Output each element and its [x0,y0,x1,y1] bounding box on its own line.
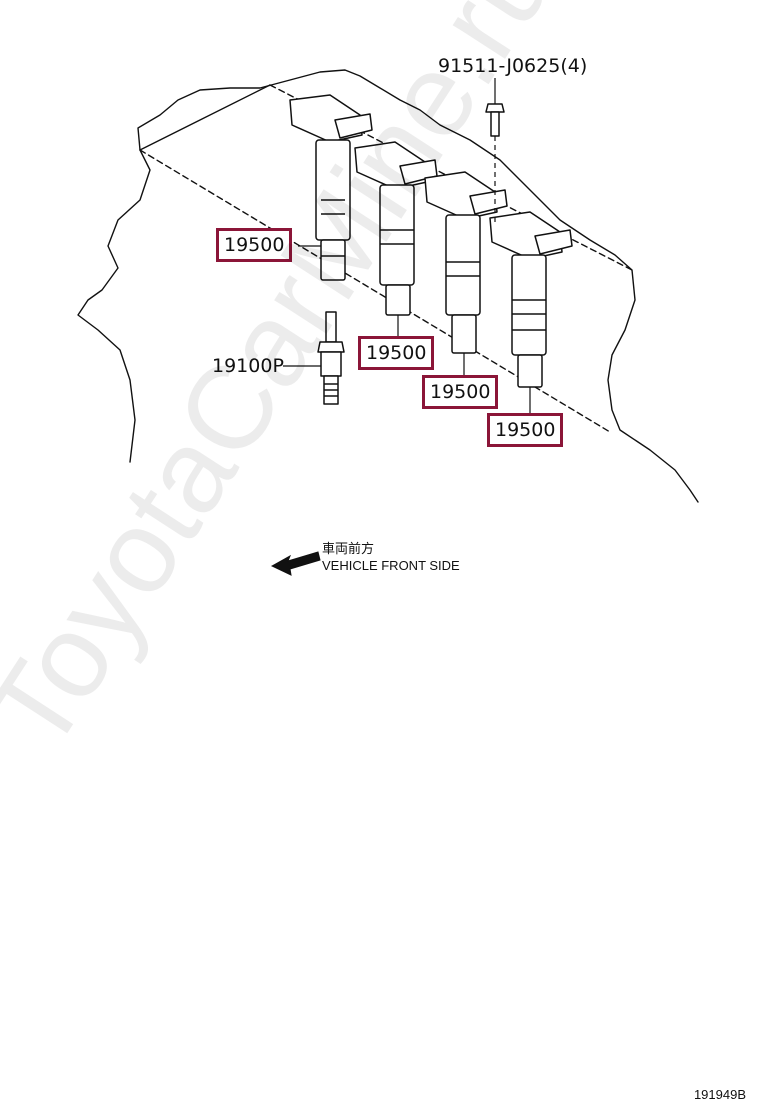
ignition-coil-1 [289,94,373,281]
valve-cover-top [139,84,271,151]
direction-label-english: VEHICLE FRONT SIDE [322,558,460,573]
valve-cover-edge [139,149,611,433]
coil-group [289,94,573,405]
ignition-coil-3 [424,171,508,354]
callout-spark-plug[interactable]: 19100P [212,355,284,377]
callout-coil-4[interactable]: 19500 [487,413,564,447]
engine-outline [77,69,699,503]
callout-coil-3[interactable]: 19500 [422,375,499,409]
direction-label-japanese: 車両前方 [322,541,375,556]
spark-plug [317,311,345,405]
callout-bolt[interactable]: 91511-J0625(4) [438,55,588,77]
ignition-coil-2 [354,141,438,316]
illustration-number: 191949B [693,1087,746,1102]
bolt-91511 [485,103,505,137]
callout-coil-2[interactable]: 19500 [358,336,435,370]
callout-coil-1[interactable]: 19500 [216,228,293,262]
arrow-left-icon [270,551,321,576]
ignition-coil-4 [489,211,573,388]
